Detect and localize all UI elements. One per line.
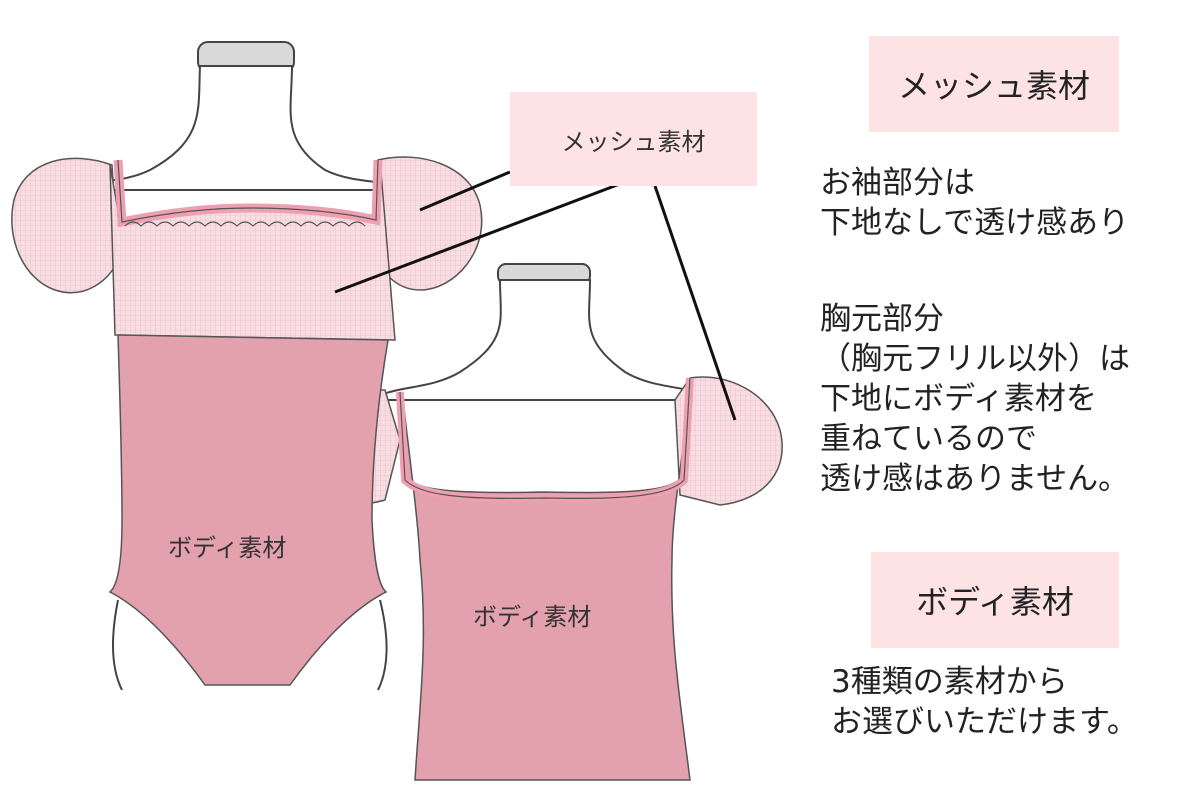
front-left-sleeve [11, 157, 119, 294]
mesh-material-callout: メッシュ素材 [510, 92, 757, 186]
front-body-material-label: ボディ素材 [168, 534, 287, 562]
back-body-material-label: ボディ素材 [473, 603, 592, 631]
callout-leader-lines [334, 170, 737, 421]
body-material-heading: ボディ素材 [871, 552, 1119, 648]
leotard-illustration [11, 41, 783, 781]
front-view-mannequin [11, 41, 483, 691]
sleeve-note: お袖部分は 下地なしで透け感あり [820, 165, 1130, 241]
chest-note: 胸元部分 （胸元フリル以外）は 下地にボディ素材を 重ねているので 透け感はあり… [820, 301, 1130, 497]
back-right-sleeve [674, 376, 783, 506]
front-body [108, 334, 389, 686]
mesh-material-heading: メッシュ素材 [869, 36, 1119, 132]
body-material-note: 3種類の素材から お選びいただけます。 [831, 664, 1138, 740]
